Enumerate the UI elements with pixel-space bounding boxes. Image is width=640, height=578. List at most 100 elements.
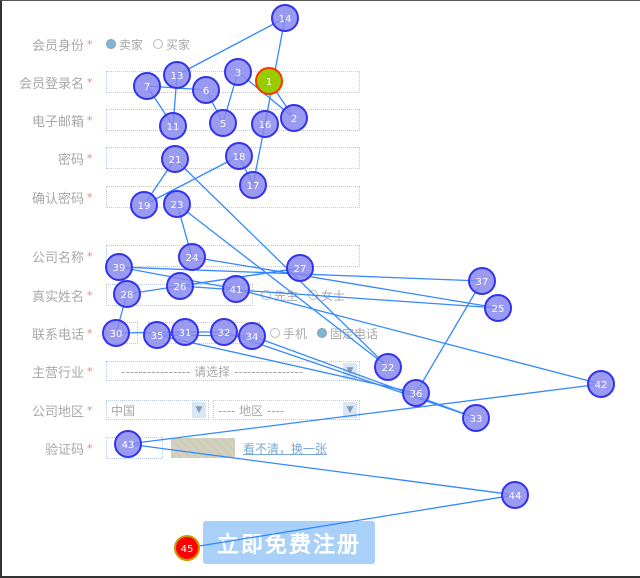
gaze-point-13: 13 xyxy=(163,61,191,89)
gaze-path-segment xyxy=(223,331,477,419)
required-mark: * xyxy=(87,190,93,204)
chevron-down-icon: ▼ xyxy=(343,402,357,418)
required-mark: * xyxy=(87,249,93,263)
radio-buyer[interactable]: 买家 xyxy=(153,36,190,53)
svg-text:30: 30 xyxy=(110,329,123,340)
svg-text:19: 19 xyxy=(138,201,151,212)
svg-text:31: 31 xyxy=(179,328,192,339)
svg-text:24: 24 xyxy=(186,253,199,264)
password-label: 密码 xyxy=(57,152,84,168)
country-value: 中国 xyxy=(111,403,136,418)
required-mark: * xyxy=(87,403,93,417)
captcha-label: 验证码 xyxy=(44,442,84,458)
svg-text:16: 16 xyxy=(259,120,272,131)
svg-text:26: 26 xyxy=(174,282,187,293)
confirm-password-label: 确认密码 xyxy=(31,191,84,207)
radio-label: 卖家 xyxy=(119,37,144,52)
svg-text:28: 28 xyxy=(121,290,134,301)
svg-text:37: 37 xyxy=(476,277,489,288)
radio-label: 先生 xyxy=(274,288,299,303)
refresh-captcha-link[interactable]: 看不清，换一张 xyxy=(243,441,328,456)
realname-label: 真实姓名 xyxy=(31,289,84,305)
gaze-point-31: 31 xyxy=(171,318,199,346)
gaze-point-1: 1 xyxy=(255,67,283,95)
gaze-point-43: 43 xyxy=(114,430,142,458)
required-mark: * xyxy=(87,364,93,378)
gaze-point-28: 28 xyxy=(113,280,141,308)
area-select[interactable]: ---- 地区 ----▼ xyxy=(213,400,360,420)
gaze-point-21: 21 xyxy=(161,145,189,173)
radio-label: 女士 xyxy=(321,288,346,303)
chevron-down-icon: ▼ xyxy=(192,402,206,418)
industry-value: ---------------- 请选择 ---------------- xyxy=(121,364,304,379)
gaze-point-39: 39 xyxy=(105,253,133,281)
gaze-point-30: 30 xyxy=(102,319,130,347)
svg-text:17: 17 xyxy=(247,181,260,192)
svg-text:11: 11 xyxy=(167,122,180,133)
company-label: 公司名称 xyxy=(31,250,84,266)
svg-text:45: 45 xyxy=(181,544,194,555)
svg-text:33: 33 xyxy=(470,414,483,425)
svg-text:14: 14 xyxy=(279,14,292,25)
radio-label: 买家 xyxy=(166,37,191,52)
radio-seller[interactable]: 卖家 xyxy=(106,36,143,53)
svg-text:43: 43 xyxy=(122,440,135,451)
gaze-point-37: 37 xyxy=(468,267,496,295)
email-label: 电子邮箱 xyxy=(31,114,84,130)
gaze-point-24: 24 xyxy=(178,243,206,271)
username-label: 会员登录名 xyxy=(18,76,84,92)
gaze-point-2: 2 xyxy=(280,104,308,132)
svg-text:13: 13 xyxy=(171,71,184,82)
gaze-path-segment xyxy=(174,158,389,368)
gaze-point-36: 36 xyxy=(402,379,430,407)
svg-text:27: 27 xyxy=(294,264,307,275)
svg-text:1: 1 xyxy=(266,77,272,88)
country-select[interactable]: 中国 ▼ xyxy=(106,400,209,420)
svg-text:41: 41 xyxy=(230,285,243,296)
gaze-path-segment xyxy=(176,203,389,368)
svg-text:36: 36 xyxy=(410,389,423,400)
gaze-path-segment xyxy=(156,334,253,337)
gaze-path-segment xyxy=(126,267,301,295)
radio-label: 手机 xyxy=(283,326,308,341)
required-mark: * xyxy=(87,75,93,89)
required-mark: * xyxy=(87,151,93,165)
svg-text:44: 44 xyxy=(509,491,522,502)
gaze-path-segment xyxy=(143,155,240,206)
svg-text:18: 18 xyxy=(233,152,246,163)
member-type-label: 会员身份 xyxy=(31,38,84,54)
gaze-point-7: 7 xyxy=(133,72,161,100)
member-type-row: 会员身份* 卖家 买家 xyxy=(2,32,200,56)
gaze-point-33: 33 xyxy=(462,404,490,432)
svg-text:32: 32 xyxy=(218,328,231,339)
captcha-image[interactable] xyxy=(171,438,235,458)
gaze-point-42: 42 xyxy=(587,370,615,398)
gaze-point-34: 34 xyxy=(238,322,266,350)
radio-mobile[interactable]: 手机 xyxy=(270,325,307,342)
gaze-point-23: 23 xyxy=(163,190,191,218)
gaze-point-44: 44 xyxy=(501,481,529,509)
svg-text:39: 39 xyxy=(113,263,126,274)
required-mark: * xyxy=(87,441,93,455)
gaze-path-segment xyxy=(415,280,483,394)
svg-text:21: 21 xyxy=(169,155,182,166)
required-mark: * xyxy=(87,326,93,340)
svg-text:6: 6 xyxy=(203,86,209,97)
gaze-point-19: 19 xyxy=(130,191,158,219)
svg-text:42: 42 xyxy=(595,380,608,391)
gaze-point-26: 26 xyxy=(166,272,194,300)
gaze-point-18: 18 xyxy=(225,142,253,170)
gaze-point-6: 6 xyxy=(192,76,220,104)
gaze-path-segment xyxy=(235,288,602,385)
required-mark: * xyxy=(87,288,93,302)
industry-select[interactable]: ---------------- 请选择 ----------------▼ xyxy=(106,361,360,381)
gaze-point-35: 35 xyxy=(143,321,171,349)
register-button[interactable]: 立即免费注册 xyxy=(203,521,375,564)
gaze-point-14: 14 xyxy=(271,4,299,32)
phone-label: 联系电话 xyxy=(31,327,84,343)
svg-text:5: 5 xyxy=(220,119,226,130)
radio-mr[interactable]: 先生 xyxy=(261,287,298,304)
gaze-point-41: 41 xyxy=(222,275,250,303)
